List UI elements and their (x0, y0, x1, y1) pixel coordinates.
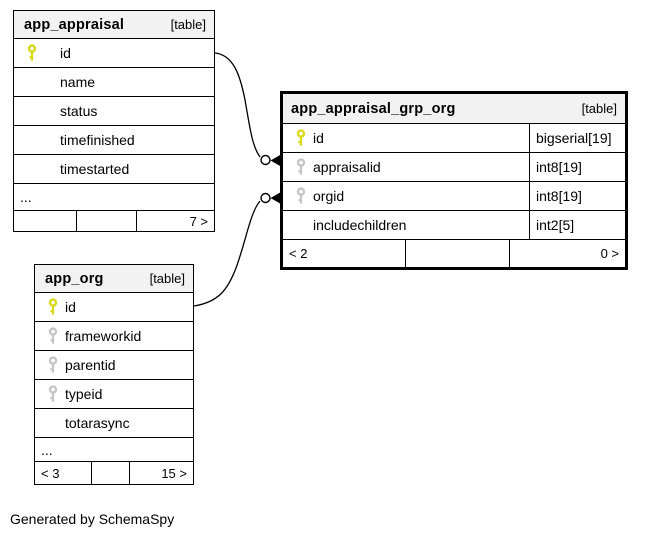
relationship-appraisal-to-grp-org (214, 52, 281, 167)
primary-key-icon (296, 129, 306, 146)
column-name: orgid (313, 188, 345, 204)
table-header: app_appraisal_grp_org [table] (283, 94, 625, 124)
footer-spacer-cell (92, 462, 130, 484)
foreign-key-icon (296, 158, 306, 175)
primary-key-icon (48, 298, 58, 315)
column-name: timestarted (60, 161, 130, 177)
table-row: parentid (35, 351, 193, 380)
column-type: int8[19] (529, 182, 625, 210)
primary-key-icon (27, 44, 37, 61)
table-row: status (14, 97, 214, 126)
table-row: name (14, 68, 214, 97)
table-type-badge: [table] (149, 271, 185, 286)
column-type: int8[19] (529, 153, 625, 181)
footer-children-count: 7 > (189, 213, 208, 229)
column-name: typeid (65, 386, 103, 402)
relationship-line (214, 52, 261, 158)
table-row: totarasync (35, 409, 193, 438)
column-name: parentid (65, 357, 116, 373)
zero-circle-icon (260, 192, 271, 204)
footer-parents-count (14, 211, 77, 231)
foreign-key-icon (48, 327, 58, 344)
table-title: app_appraisal (24, 16, 125, 33)
table-row: id (35, 293, 193, 322)
column-name: frameworkid (65, 328, 142, 344)
table-footer: < 3 15 > (35, 462, 193, 484)
footer-children-count: 0 > (600, 246, 619, 261)
footer-spacer-cell (406, 240, 510, 267)
table-type-badge: [table] (581, 101, 617, 116)
column-type: bigserial[19] (529, 124, 625, 152)
column-name: id (60, 45, 71, 61)
foreign-key-icon (48, 385, 58, 402)
column-name: name (60, 74, 96, 90)
column-name: appraisalid (313, 159, 381, 175)
footer-spacer-cell (77, 211, 137, 231)
table-app-appraisal-grp-org[interactable]: app_appraisal_grp_org [table] id bigseri… (280, 91, 628, 270)
more-columns-ellipsis: ... (35, 438, 193, 462)
zero-circle-icon (260, 154, 271, 166)
table-app-org[interactable]: app_org [table] id frameworkid parentid (34, 264, 194, 485)
more-columns-ellipsis: ... (14, 184, 214, 211)
column-name: id (313, 130, 324, 146)
generator-credit: Generated by SchemaSpy (10, 511, 175, 527)
table-title: app_org (45, 270, 104, 287)
foreign-key-icon (296, 187, 306, 204)
footer-children-count: 15 > (161, 465, 187, 481)
table-row: frameworkid (35, 322, 193, 351)
footer-parents-count: < 2 (283, 240, 406, 267)
column-name: id (65, 299, 76, 315)
column-type: int2[5] (529, 211, 625, 239)
table-row: timefinished (14, 126, 214, 155)
table-type-badge: [table] (170, 17, 206, 32)
table-header: app_appraisal [table] (14, 11, 214, 39)
table-footer: 7 > (14, 211, 214, 231)
table-row: appraisalid int8[19] (283, 153, 625, 182)
table-row: typeid (35, 380, 193, 409)
column-name: totarasync (65, 415, 130, 431)
table-title: app_appraisal_grp_org (291, 100, 456, 117)
column-name: status (60, 103, 98, 119)
foreign-key-icon (48, 356, 58, 373)
table-app-appraisal[interactable]: app_appraisal [table] id name status tim… (13, 10, 215, 232)
table-row: id bigserial[19] (283, 124, 625, 153)
column-name: includechildren (313, 217, 407, 233)
footer-parents-count: < 3 (35, 462, 92, 484)
table-footer: < 2 0 > (283, 240, 625, 267)
column-name: timefinished (60, 132, 135, 148)
table-row: includechildren int2[5] (283, 211, 625, 240)
table-header: app_org [table] (35, 265, 193, 293)
table-row: orgid int8[19] (283, 182, 625, 211)
table-row: timestarted (14, 155, 214, 184)
table-row: id (14, 39, 214, 68)
